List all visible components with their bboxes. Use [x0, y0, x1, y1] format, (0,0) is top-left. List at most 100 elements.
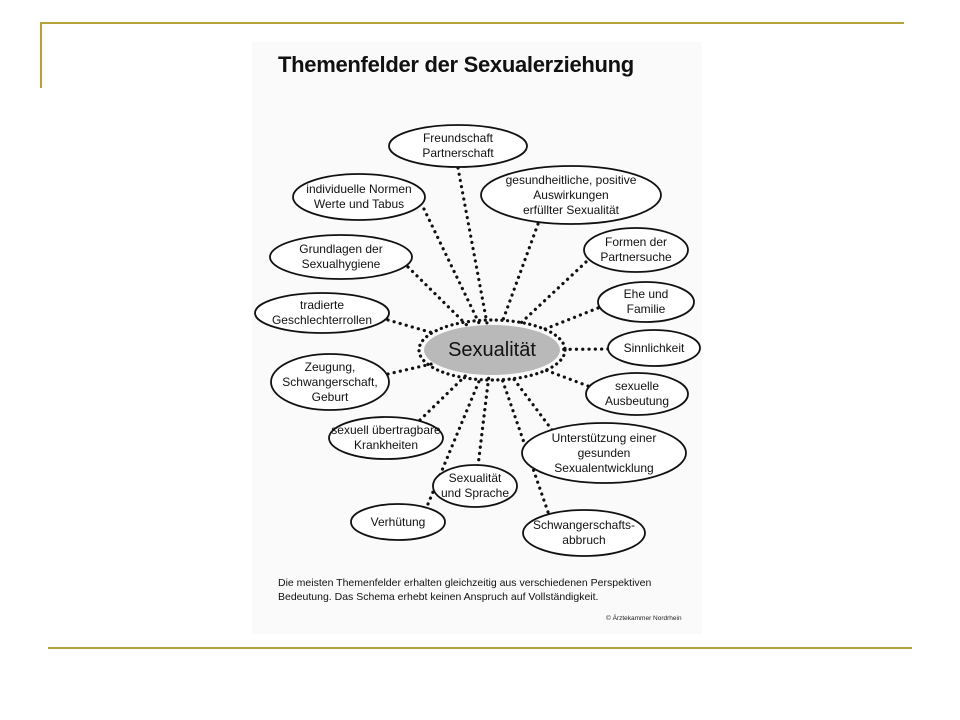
topic-label-gesundheit-line: gesundheitliche, positive — [505, 172, 637, 187]
topic-label-familie-line: Familie — [626, 302, 666, 316]
connector-krankheiten — [418, 373, 468, 422]
topic-label-rollen-line: Geschlechterrollen — [271, 313, 373, 327]
top-accent-line — [40, 22, 904, 24]
topic-label-zeugung-line: Schwangerschaft, — [282, 374, 378, 389]
topic-node-rollen — [254, 292, 390, 334]
topic-label-sinnlichkeit-line: Sinnlichkeit — [623, 340, 685, 355]
topic-label-zeugung-line: Zeugung, — [304, 359, 356, 374]
topic-label-hygiene-line: Grundlagen der — [299, 242, 383, 256]
topic-node-zeugung — [270, 353, 390, 411]
topic-label-normen-line: individuelle Normen — [306, 182, 412, 196]
topic-label-abbruch-line: abbruch — [562, 533, 606, 547]
connector-unterstuetzung — [509, 374, 554, 432]
topic-node-normen — [292, 173, 426, 221]
topic-label-krankheiten-line: Krankheiten — [353, 438, 419, 452]
diagram-caption: Die meisten Themenfelder erhalten gleich… — [278, 576, 698, 604]
connector-gesundheit — [500, 222, 540, 325]
topic-label-sprache-line: Sexualität — [448, 471, 502, 485]
topic-label-hygiene-line: Sexualhygiene — [301, 257, 381, 271]
topic-node-krankheiten — [328, 416, 444, 460]
connector-partnersuche — [517, 260, 588, 327]
center-node-label: Sexualität — [422, 323, 562, 377]
topic-node-sinnlichkeit — [607, 329, 701, 367]
topic-label-verhuetung-line: Verhütung — [370, 514, 426, 529]
left-accent-line — [40, 22, 42, 88]
topic-label-gesundheit-line: erfüllter Sexualität — [522, 202, 620, 217]
topic-node-ausbeutung — [585, 372, 689, 416]
copyright-note: © Ärztekammer Nordrhein — [606, 615, 682, 622]
center-node-label-text: Sexualität — [448, 340, 536, 360]
center-node — [424, 325, 560, 375]
topic-label-freundschaft-line: Partnerschaft — [422, 146, 494, 160]
topic-label-abbruch-line: Schwangerschafts- — [532, 518, 636, 532]
connector-rollen — [386, 318, 438, 336]
topic-node-gesundheit — [480, 165, 662, 225]
topic-label-krankheiten-line: sexuell übertragbare — [331, 423, 441, 437]
topic-label-zeugung-text: Zeugung,Schwangerschaft,Geburt — [282, 360, 377, 405]
topic-node-hygiene — [269, 234, 413, 280]
topic-label-zeugung-line: Geburt — [311, 389, 349, 404]
topic-label-abbruch-text: Schwangerschafts-abbruch — [533, 518, 635, 548]
topic-node-freundschaft — [388, 124, 528, 168]
topic-label-partnersuche-line: Partnersuche — [600, 250, 672, 264]
topic-label-sinnlichkeit-text: Sinnlichkeit — [624, 341, 685, 356]
topic-node-sprache — [432, 464, 518, 508]
connector-freundschaft — [456, 166, 489, 325]
topic-label-ausbeutung-line: Ausbeutung — [604, 394, 670, 408]
topic-label-unterstuetzung-line: Unterstützung einer — [551, 430, 657, 445]
caption-line-1: Die meisten Themenfelder erhalten gleich… — [278, 577, 652, 589]
topic-label-unterstuetzung-line: Sexualentwicklung — [554, 460, 654, 475]
connector-familie — [539, 306, 600, 333]
topic-label-sinnlichkeit: Sinnlichkeit — [608, 330, 700, 366]
topic-label-abbruch: Schwangerschafts-abbruch — [523, 510, 645, 556]
topic-node-abbruch — [522, 509, 646, 557]
center-node-border — [417, 318, 567, 382]
topic-label-sprache-line: und Sprache — [440, 486, 510, 500]
topic-label-verhuetung-text: Verhütung — [371, 515, 426, 530]
topic-label-verhuetung: Verhütung — [351, 504, 445, 540]
topic-label-ausbeutung-line: sexuelle — [614, 379, 660, 393]
topic-label-rollen-line: tradierte — [299, 298, 345, 312]
connector-ausbeutung — [540, 367, 590, 388]
topic-label-normen-line: Werte und Tabus — [313, 197, 405, 211]
caption-line-2: Bedeutung. Das Schema erhebt keinen Ansp… — [278, 591, 599, 603]
topic-node-partnersuche — [583, 227, 689, 273]
topic-label-familie-line: Ehe und — [623, 287, 669, 301]
topic-node-unterstuetzung — [521, 422, 687, 484]
topic-node-familie — [597, 281, 695, 323]
connector-verhuetung — [426, 375, 483, 506]
connector-zeugung — [386, 362, 434, 376]
topic-label-zeugung: Zeugung,Schwangerschaft,Geburt — [271, 354, 389, 410]
topic-label-partnersuche-line: Formen der — [604, 235, 668, 249]
connector-sprache — [476, 375, 491, 468]
topic-node-verhuetung — [350, 503, 446, 541]
topic-label-freundschaft-line: Freundschaft — [422, 131, 494, 145]
topic-label-gesundheit-line: Auswirkungen — [533, 187, 609, 202]
connector-abbruch — [499, 375, 550, 514]
bottom-accent-line — [48, 647, 912, 649]
topic-label-unterstuetzung-line: gesunden — [577, 445, 631, 460]
